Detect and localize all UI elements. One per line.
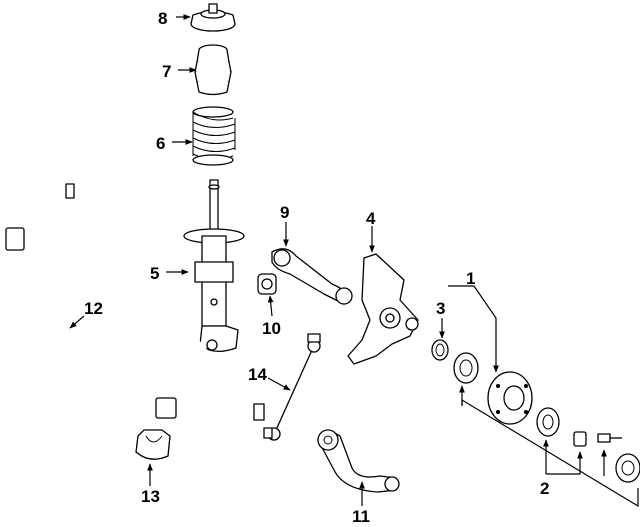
callout-12: 12 [84,299,103,318]
callout-3: 3 [436,299,445,318]
upper-control-arm[interactable] [271,248,353,305]
callout-9: 9 [280,203,289,222]
coil-spring[interactable] [192,106,236,166]
callout-7: 7 [162,62,171,81]
callout-13: 13 [141,487,160,506]
strut-mount[interactable] [190,3,236,32]
callout-2: 2 [540,479,549,498]
callout-14: 14 [248,365,267,384]
steering-knuckle[interactable] [347,253,419,365]
lock-washer[interactable] [573,431,587,447]
lower-control-arm[interactable] [317,429,400,493]
stabilizer-bar[interactable] [5,183,265,421]
callout-4: 4 [366,209,376,228]
stabilizer-link[interactable] [263,333,321,441]
leader-lines [69,14,639,508]
dust-cap[interactable] [615,453,640,483]
stabilizer-bushing[interactable] [135,429,171,460]
wheel-hub[interactable] [487,371,533,425]
bump-stop[interactable] [194,44,232,96]
control-arm-bushing[interactable] [257,273,277,295]
callout-11: 11 [352,507,370,526]
hub-bolt[interactable] [597,433,622,443]
callout-1: 1 [466,269,475,288]
strut-assembly[interactable] [183,179,245,352]
callout-8: 8 [158,9,167,28]
hub-seal[interactable] [431,339,449,361]
callout-10: 10 [262,319,281,338]
wheel-bearing-outer[interactable] [536,407,560,437]
callout-labels: 8 7 6 5 9 10 4 3 1 12 13 14 11 2 [84,9,549,526]
callout-6: 6 [156,134,165,153]
wheel-bearing-inner[interactable] [453,352,479,384]
callout-5: 5 [150,264,159,283]
